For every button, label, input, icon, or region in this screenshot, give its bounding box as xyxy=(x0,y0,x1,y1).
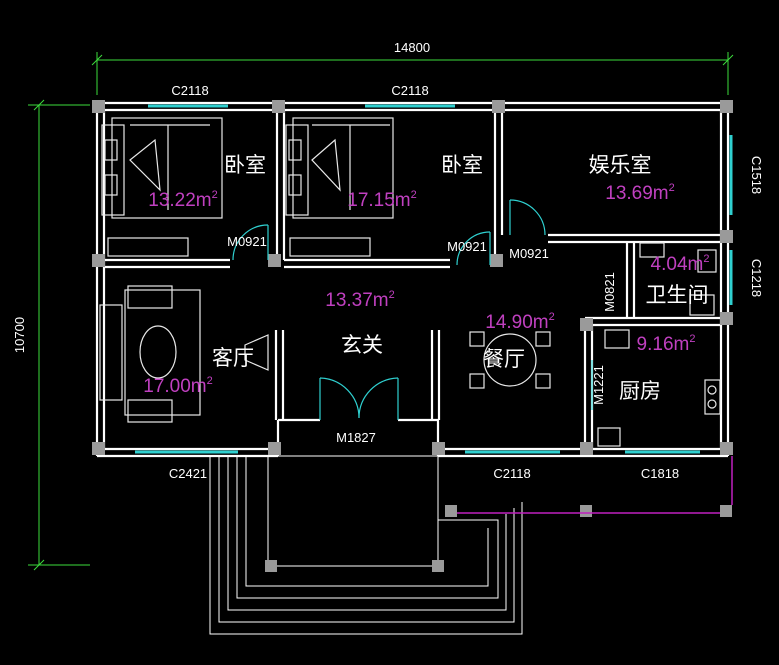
dimension-lines xyxy=(28,52,734,571)
window-label-right-upper: C1518 xyxy=(749,156,764,194)
room-name-entertainment: 娱乐室 xyxy=(589,153,652,177)
room-area-entertainment: 13.69m2 xyxy=(605,182,675,204)
bed-furniture-1 xyxy=(101,117,223,257)
bathroom-fixtures xyxy=(639,242,717,316)
room-name-kitchen: 厨房 xyxy=(619,379,661,403)
room-area-bedroom-1: 13.22m2 xyxy=(148,189,218,211)
doors xyxy=(232,199,593,420)
door-label-bedroom1: M0921 xyxy=(227,234,267,249)
porch-steps xyxy=(209,455,733,635)
depth-dimension: 10700 xyxy=(12,317,27,353)
interior-walls xyxy=(104,110,721,456)
kitchen-fixtures xyxy=(597,329,721,447)
dining-table xyxy=(469,331,551,389)
room-area-living: 17.00m2 xyxy=(143,375,213,397)
bed-furniture-2 xyxy=(285,117,394,257)
door-label-bedroom2: M0921 xyxy=(447,239,487,254)
room-name-bedroom-2: 卧室 xyxy=(441,153,483,177)
room-area-dining: 14.90m2 xyxy=(485,311,555,333)
sofa-set xyxy=(99,285,269,423)
door-label-bathroom: M0821 xyxy=(602,272,617,312)
room-name-bathroom: 卫生间 xyxy=(646,283,709,307)
door-label-entertainment: M0921 xyxy=(509,246,549,261)
window-label-bottom-left: C2421 xyxy=(169,466,207,481)
room-area-foyer: 13.37m2 xyxy=(325,289,395,311)
window-label-bottom-mid: C2118 xyxy=(493,466,530,481)
window-label-right-lower: C1218 xyxy=(749,259,764,297)
window-label-top-mid: C2118 xyxy=(391,83,428,98)
door-label-entrance: M1827 xyxy=(336,430,376,445)
room-area-bathroom: 4.04m2 xyxy=(651,253,710,275)
exterior-walls xyxy=(95,101,730,458)
door-label-kitchen: M1221 xyxy=(591,365,606,405)
room-area-kitchen: 9.16m2 xyxy=(637,333,696,355)
room-name-dining: 餐厅 xyxy=(483,347,525,371)
room-name-living: 客厅 xyxy=(212,346,254,370)
structural-columns xyxy=(92,100,733,455)
windows xyxy=(135,104,733,454)
room-name-bedroom-1: 卧室 xyxy=(224,153,266,177)
window-label-bottom-right: C1818 xyxy=(641,466,679,481)
window-label-top-left: C2118 xyxy=(171,83,208,98)
room-name-foyer: 玄关 xyxy=(341,333,383,357)
width-dimension: 14800 xyxy=(394,40,430,55)
room-area-bedroom-2: 17.15m2 xyxy=(347,189,417,211)
